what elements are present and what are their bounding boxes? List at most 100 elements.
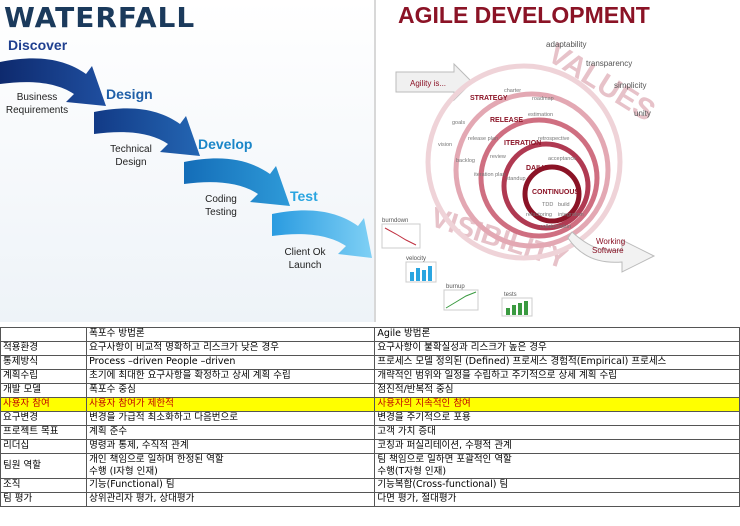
agile-title: AGILE DEVELOPMENT (398, 2, 650, 28)
term-build: build (558, 202, 570, 208)
stage-test: Test (290, 188, 318, 204)
waterfall-cell: 명령과 통제, 수직적 관계 (86, 439, 376, 454)
term-goals: goals (452, 120, 465, 126)
loop-continuous (522, 164, 582, 224)
table-row: 프로젝트 목표 계획 준수 고객 가치 증대 (0, 425, 740, 440)
waterfall-arrows (0, 58, 372, 258)
test-arrow (272, 210, 372, 258)
waterfall-cell: 요구사항이 비교적 명확하고 리스크가 낮은 경우 (86, 341, 376, 356)
value-unity: unity (634, 109, 651, 118)
row-label: 적용환경 (0, 341, 88, 356)
waterfall-cell: 계획 준수 (86, 425, 376, 440)
value-adaptability: adaptability (546, 40, 586, 49)
term-collaboration: collaboration (540, 224, 571, 230)
table-row: 통제방식 Process –driven People –driven 프로세스… (0, 355, 740, 370)
term-estimation: estimation (528, 112, 553, 118)
term-release-plan: release plan (468, 136, 498, 142)
divider (374, 0, 376, 322)
table-row-highlighted: 사용자 참여 사용자 참여가 제한적 사용자의 지속적인 참여 (0, 397, 740, 412)
agile-cell: 점진적/반복적 중심 (374, 383, 740, 398)
metric-burndown: burndown (382, 218, 408, 224)
loop-strategy (425, 63, 623, 261)
comparison-table: 폭포수 방법론 Agile 방법론 적용환경 요구사항이 비교적 명확하고 리스… (0, 327, 740, 507)
row-label: 팀 평가 (0, 492, 88, 507)
table-row: 요구변경 변경을 가급적 최소화하고 다음번으로 변경을 주기적으로 포용 (0, 411, 740, 426)
agile-cell: 개략적인 범위와 일정을 수립하고 주기적으로 상세 계획 수립 (374, 369, 740, 384)
row-label: 개발 모델 (0, 383, 88, 398)
loop-label-daily: DAILY (526, 165, 547, 172)
agile-cell: 변경을 주기적으로 포용 (374, 411, 740, 426)
design-arrow (94, 108, 200, 156)
agility-label: Agility is... (410, 79, 446, 88)
output-label-1: Working (596, 237, 625, 246)
agile-cell: 기능복합(Cross-functional) 팀 (374, 478, 740, 493)
term-vision: vision (438, 142, 452, 148)
waterfall-cell-line2: 수행 (I자형 인재) (89, 466, 158, 477)
discover-arrow (0, 58, 106, 106)
row-label: 조직 (0, 478, 88, 493)
waterfall-cell: 폭포수 중심 (86, 383, 376, 398)
waterfall-cell: Process –driven People –driven (86, 355, 376, 370)
agile-cell: 다면 평가, 절대평가 (374, 492, 740, 507)
header-waterfall: 폭포수 방법론 (86, 327, 376, 342)
table-row: 팀 평가 상위관리자 평가, 상대평가 다면 평가, 절대평가 (0, 492, 740, 507)
row-label: 리더십 (0, 439, 88, 454)
table-row: 팀원 역할 개인 책임으로 일하며 한정된 역할 수행 (I자형 인재) 팀 책… (0, 453, 740, 479)
term-backlog: backlog (456, 158, 475, 164)
burnup-line (445, 291, 477, 309)
metric-tests: tests (504, 292, 517, 298)
agile-cell-line2: 수행(T자형 인재) (377, 466, 447, 477)
waterfall-cell: 변경을 가급적 최소화하고 다음번으로 (86, 411, 376, 426)
row-label: 사용자 참여 (0, 397, 88, 412)
table-row: 리더십 명령과 통제, 수직적 관계 코칭과 퍼실리테이션, 수평적 관계 (0, 439, 740, 454)
loop-label-continuous: CONTINUOUS (532, 189, 579, 196)
term-roadmap: roadmap (532, 96, 554, 102)
value-simplicity: simplicity (614, 81, 646, 90)
value-transparency: transparency (586, 59, 632, 68)
table-row: 개발 모델 폭포수 중심 점진적/반복적 중심 (0, 383, 740, 398)
waterfall-cell: 상위관리자 평가, 상대평가 (86, 492, 376, 507)
stage-design: Design (106, 86, 153, 102)
develop-arrow (184, 158, 290, 206)
agile-cell: 요구사항이 불확실성과 리스크가 높은 경우 (374, 341, 740, 356)
agile-cell: 프로세스 모델 정의된 (Defined) 프로세스 경험적(Empirical… (374, 355, 740, 370)
agile-cell-line1: 팀 책임으로 일하면 포괄적인 역할 (377, 454, 512, 466)
waterfall-cell: 개인 책임으로 일하며 한정된 역할 수행 (I자형 인재) (86, 453, 376, 479)
metric-velocity: velocity (406, 256, 426, 262)
waterfall-cell-line1: 개인 책임으로 일하며 한정된 역할 (89, 454, 224, 466)
agile-cell: 사용자의 지속적인 참여 (374, 397, 740, 412)
agile-diagram: AGILE DEVELOPMENT VALUES VISIBILITY adap… (376, 0, 740, 322)
table-header-row: 폭포수 방법론 Agile 방법론 (0, 327, 740, 342)
loop-label-release: RELEASE (490, 117, 523, 124)
table-row: 적용환경 요구사항이 비교적 명확하고 리스크가 낮은 경우 요구사항이 불확실… (0, 341, 740, 356)
agile-loops: VALUES VISIBILITY adaptability transpare… (381, 37, 661, 317)
table-row: 조직 기능(Functional) 팀 기능복합(Cross-functiona… (0, 478, 740, 493)
waterfall-cell: 기능(Functional) 팀 (86, 478, 376, 493)
term-retrospective: retrospective (538, 136, 570, 142)
loop-release (453, 91, 611, 249)
term-review: review (490, 154, 506, 160)
waterfall-cell: 초기에 최대한 요구사항을 확정하고 상세 계획 수립 (86, 369, 376, 384)
metric-burnup: burnup (446, 284, 465, 290)
row-label: 팀원 역할 (0, 453, 88, 479)
loop-label-strategy: STRATEGY (470, 95, 508, 102)
term-integration: integration (558, 212, 584, 218)
burndown-line (384, 227, 417, 246)
term-standup: standup (506, 176, 526, 182)
agile-cell: 고객 가치 증대 (374, 425, 740, 440)
term-charter: charter (504, 88, 521, 94)
loop-iteration (478, 117, 600, 239)
agile-cell: 코칭과 퍼실리테이션, 수평적 관계 (374, 439, 740, 454)
term-tdd: TDD (542, 202, 553, 208)
loop-label-iteration: ITERATION (504, 140, 541, 147)
row-label: 통제방식 (0, 355, 88, 370)
row-label: 계획수립 (0, 369, 88, 384)
loop-daily (501, 141, 591, 231)
header-cell (0, 327, 88, 342)
comparison-table-wrap: 폭포수 방법론 Agile 방법론 적용환경 요구사항이 비교적 명확하고 리스… (0, 327, 740, 507)
